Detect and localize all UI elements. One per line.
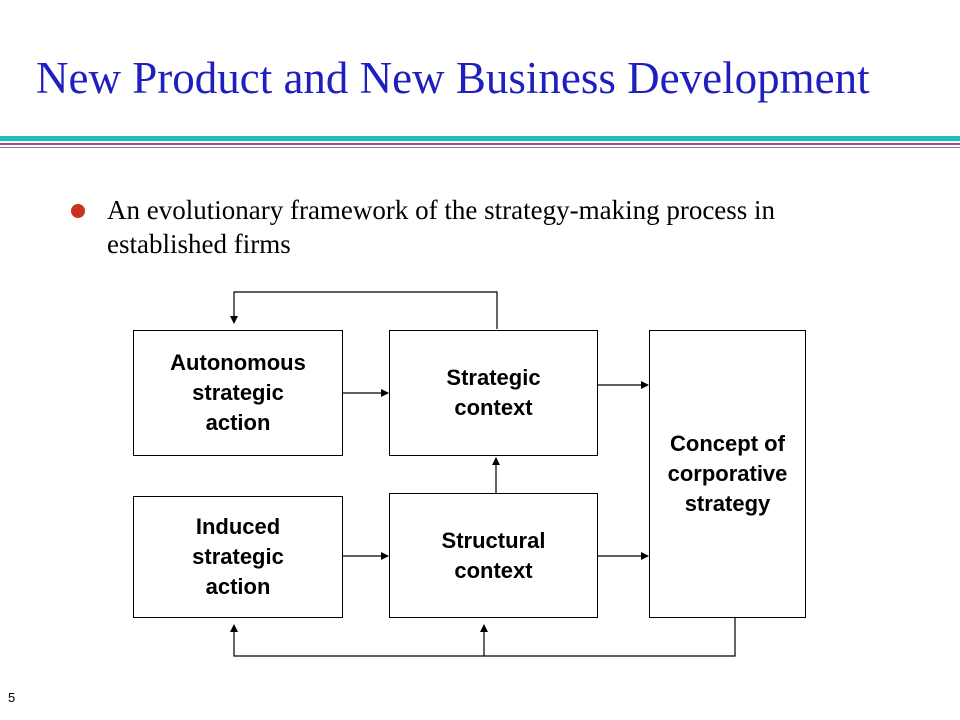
box-autonomous-label: Autonomous strategic action — [170, 350, 306, 435]
box-autonomous-strategic-action: Autonomous strategic action — [133, 330, 343, 456]
arrow-strategic-feedback-to-autonomous — [230, 291, 498, 329]
bullet-icon — [71, 204, 85, 218]
title-rule-purple — [0, 143, 960, 145]
box-strategic-context: Strategic context — [389, 330, 598, 456]
slide-title: New Product and New Business Development — [36, 53, 870, 103]
box-induced-label: Induced strategic action — [192, 514, 284, 599]
box-induced-strategic-action: Induced strategic action — [133, 496, 343, 618]
box-structural-context-label: Structural context — [441, 527, 546, 583]
title-rule-teal — [0, 136, 960, 141]
box-structural-context: Structural context — [389, 493, 598, 618]
title-rule-gray — [0, 147, 960, 148]
box-concept-of-corporative-strategy: Concept of corporative strategy — [649, 330, 806, 618]
slide-number: 5 — [8, 690, 16, 705]
box-concept-label: Concept of corporative strategy — [667, 431, 788, 516]
box-strategic-context-label: Strategic context — [446, 365, 541, 420]
bullet-text: An evolutionary framework of the strateg… — [107, 195, 776, 259]
